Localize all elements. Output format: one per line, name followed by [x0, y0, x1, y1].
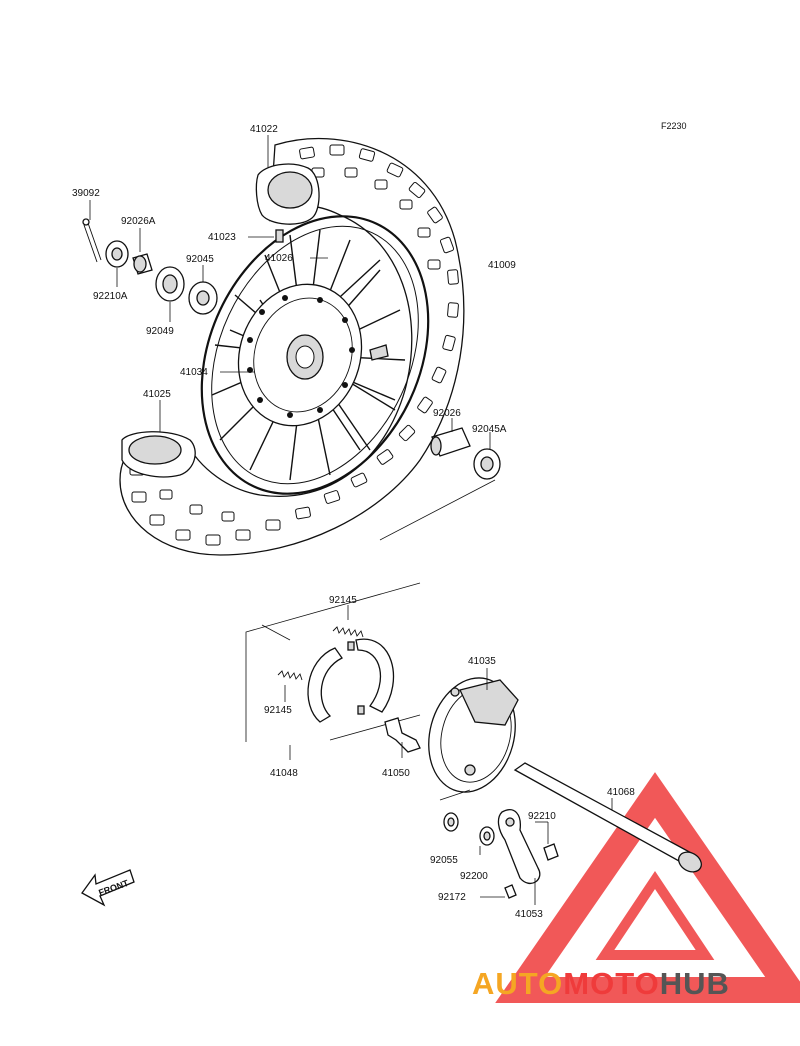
spring-92145-lower [277, 670, 303, 681]
brake-panel-41035 [428, 677, 519, 793]
hub-41026 [237, 283, 363, 427]
label-41009: 41009 [488, 260, 516, 271]
oil-seal-92049 [155, 266, 185, 302]
nut-92210 [543, 843, 559, 861]
brake-shoe-kit-41048 [245, 582, 421, 742]
label-92200: 92200 [460, 871, 488, 882]
label-41034: 41034 [180, 367, 208, 378]
label-41048: 41048 [270, 768, 298, 779]
tire-41009 [119, 137, 465, 556]
label-92210: 92210 [528, 811, 556, 822]
wheel-assembly [119, 137, 465, 556]
watermark-hub: HUB [660, 966, 730, 1001]
label-41022: 41022 [250, 124, 278, 135]
label-92145-upper: 92145 [329, 595, 357, 606]
nut-92210A [105, 240, 129, 268]
collar-92026 [430, 427, 471, 457]
valve-41023 [275, 229, 284, 243]
label-39092: 39092 [72, 188, 100, 199]
label-92045A: 92045A [472, 424, 507, 435]
label-41023: 41023 [208, 232, 236, 243]
cotter-pin-39092 [82, 218, 102, 263]
label-41068: 41068 [607, 787, 635, 798]
watermark-text: AUTOMOTOHUB [472, 966, 730, 1001]
part-number-labels: F2230 39092 92026A 92210A 92045 92049 41… [72, 121, 687, 920]
rim-41025 [200, 215, 430, 495]
label-92026: 92026 [433, 408, 461, 419]
label-92172: 92172 [438, 892, 466, 903]
label-41025: 41025 [143, 389, 171, 400]
label-92145-lower: 92145 [264, 705, 292, 716]
label-92045: 92045 [186, 254, 214, 265]
watermark-auto: AUTO [472, 966, 563, 1001]
bearing-92045A [473, 448, 501, 480]
figure-code: F2230 [661, 121, 687, 131]
washer-92055 [443, 812, 459, 832]
brake-cam-41050 [384, 717, 421, 753]
brake-shoe-left [307, 647, 343, 723]
label-41035: 41035 [468, 656, 496, 667]
front-direction-arrow-icon: FRONT [81, 869, 135, 907]
watermark-moto: MOTO [563, 966, 659, 1001]
watermark-logo-icon [495, 772, 800, 1003]
label-41053: 41053 [515, 909, 543, 920]
washer-92200 [479, 826, 495, 846]
tire-section-41025 [121, 431, 196, 478]
label-92210A: 92210A [93, 291, 128, 302]
tire-tread [129, 144, 459, 546]
label-92026A: 92026A [121, 216, 156, 227]
bolt-92172 [504, 884, 517, 899]
label-92049: 92049 [146, 326, 174, 337]
brake-shoe-right [355, 638, 395, 713]
label-41050: 41050 [382, 768, 410, 779]
svg-text:AUTOMOTOHUB: AUTOMOTOHUB [472, 966, 730, 1001]
bearing-92045 [188, 281, 218, 315]
spring-92145-upper [332, 626, 364, 638]
leader-lines [89, 135, 613, 905]
axle-41068 [513, 762, 702, 873]
label-41026: 41026 [265, 253, 293, 264]
tire-section-41022 [255, 163, 320, 225]
label-92055: 92055 [430, 855, 458, 866]
collar-92026A [132, 253, 153, 275]
